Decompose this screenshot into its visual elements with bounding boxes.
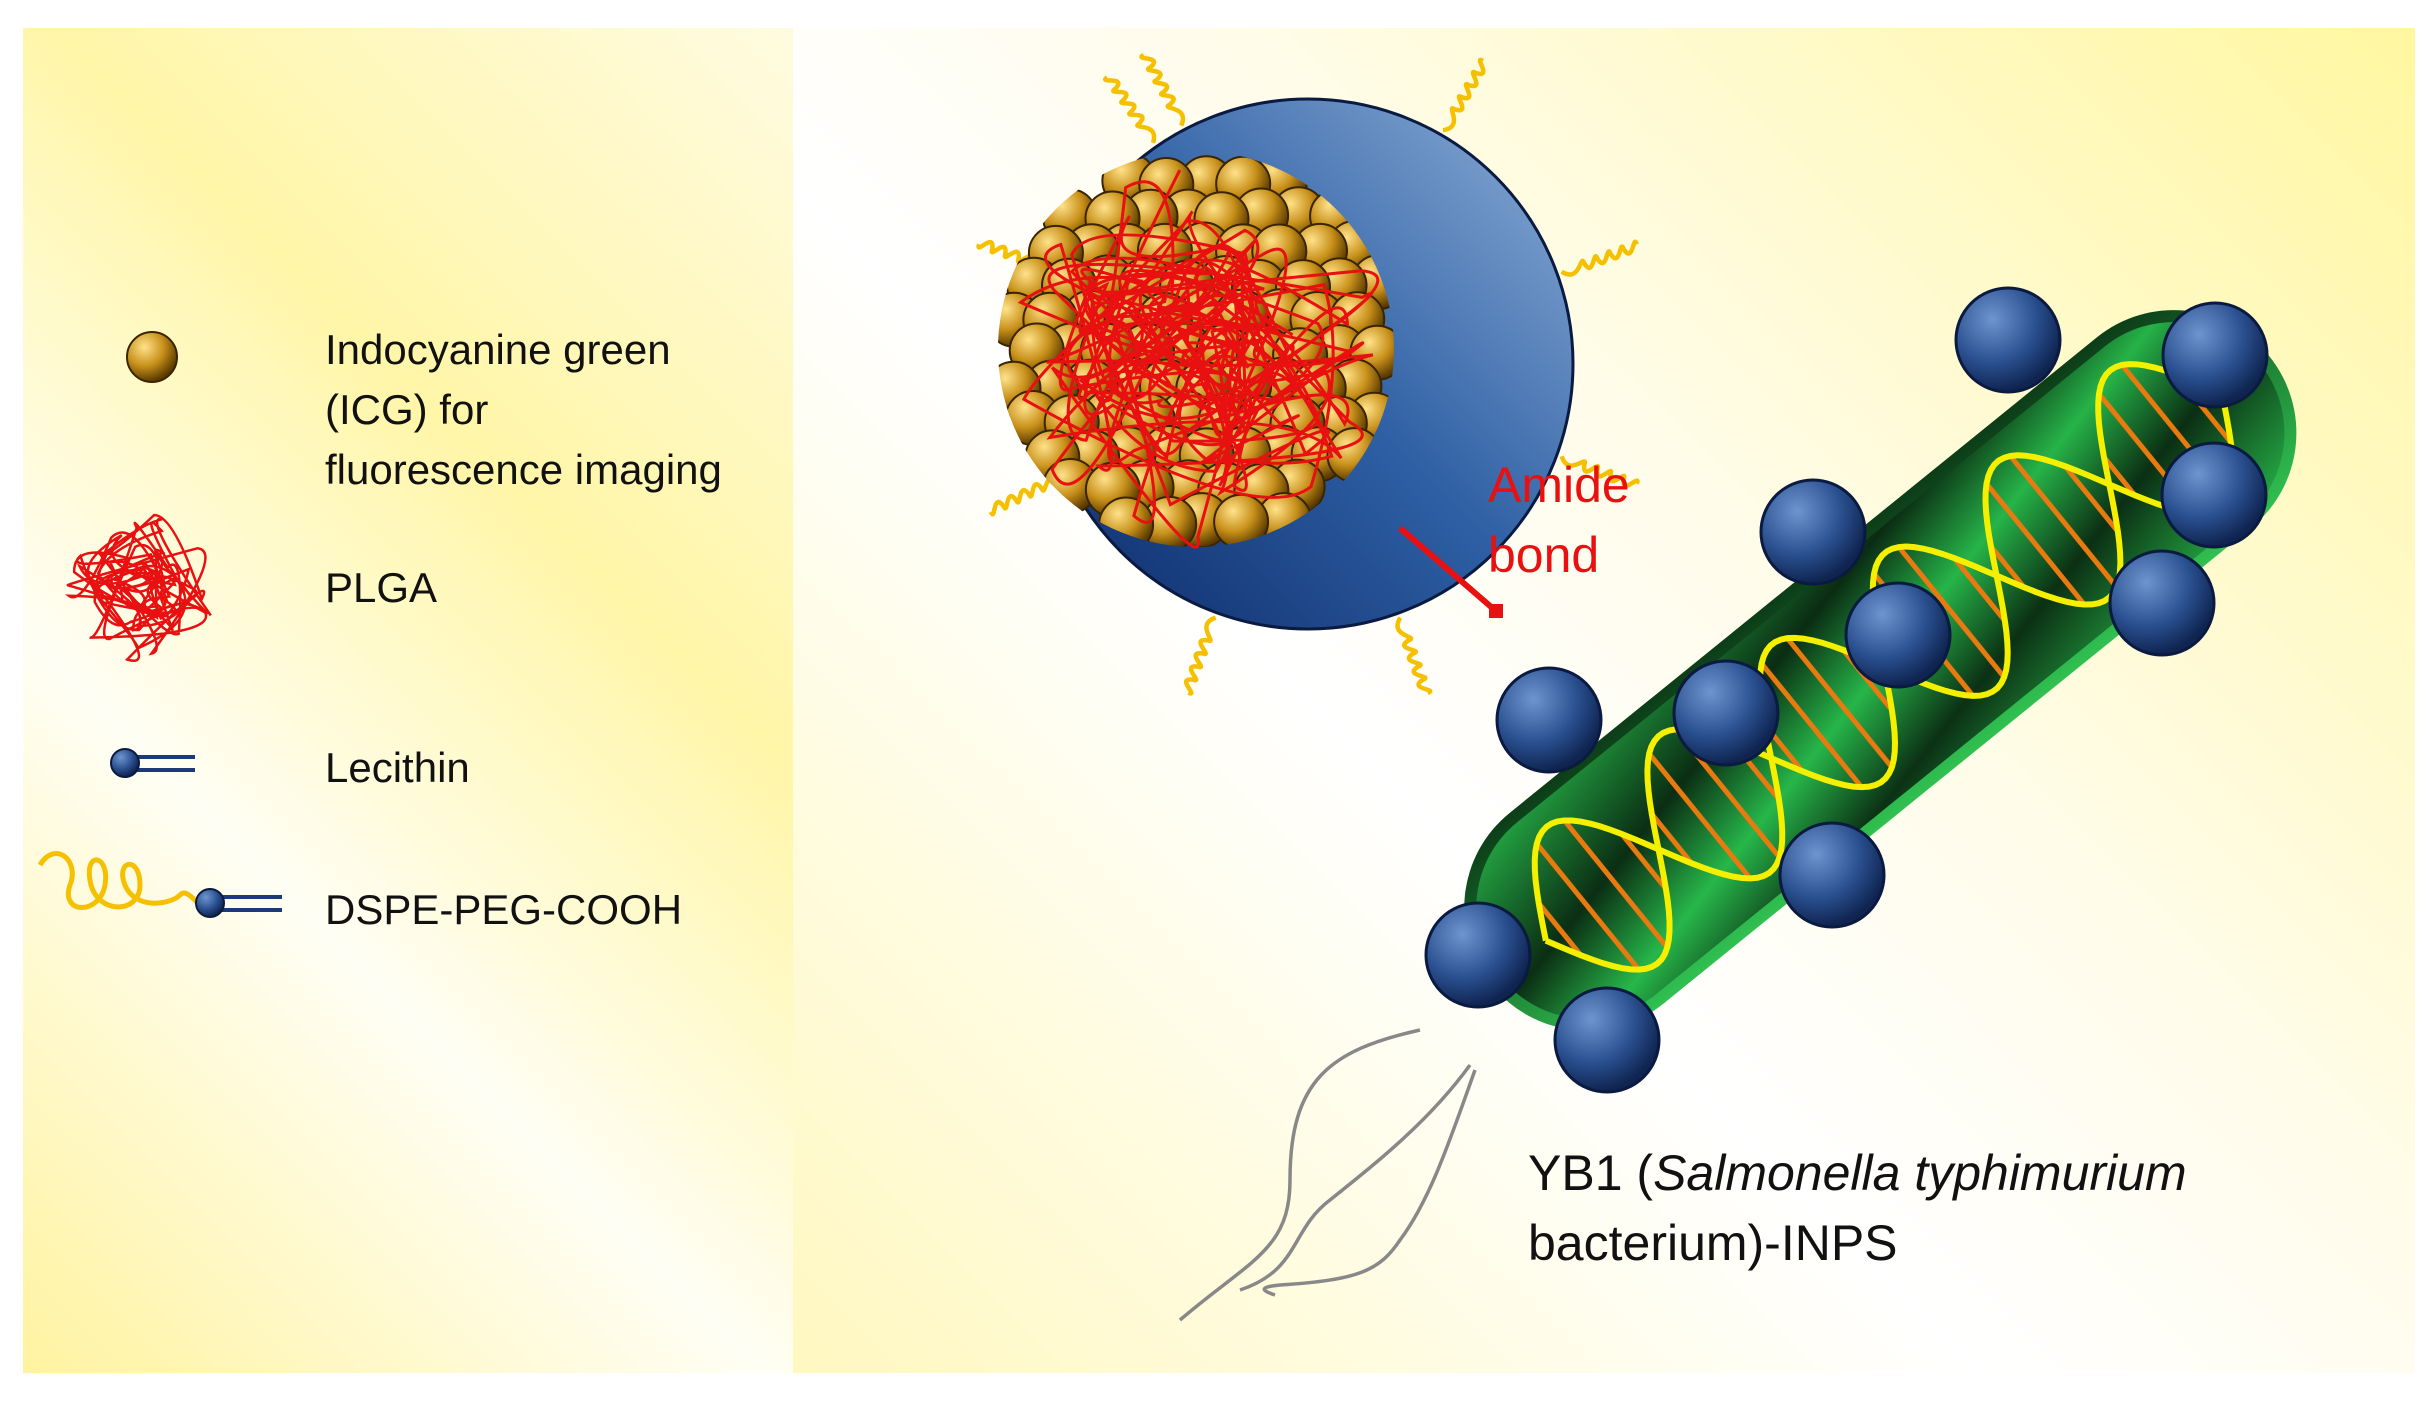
dna-base-pair — [2062, 464, 2120, 534]
bacterium-label-prefix: YB1 ( — [1528, 1145, 1654, 1201]
amide-bond-line — [1398, 525, 1503, 618]
dspe-peg-cooh-icon — [37, 851, 282, 918]
dna-base-pair — [1984, 482, 2087, 607]
legend-label-line: Lecithin — [325, 744, 470, 791]
attached-nanoparticle — [2108, 549, 2216, 657]
peg-chain — [1559, 455, 1640, 489]
dna-base-pair — [1896, 545, 2007, 679]
dna-base-pair — [1759, 662, 1864, 789]
legend-label-line: DSPE-PEG-COOH — [325, 886, 683, 933]
plga-strand — [1017, 180, 1284, 461]
amide-bond-label-line: bond — [1488, 527, 1600, 583]
dna-base-pair — [1649, 812, 1694, 865]
dna-base-pair — [1619, 832, 1668, 891]
legend-label-line: Indocyanine green — [325, 326, 671, 373]
attached-nanoparticle — [1424, 901, 1532, 1009]
bacterium-label-species: Salmonella typhimurium — [1653, 1145, 2187, 1201]
dna-base-pair — [1536, 901, 1583, 957]
attached-nanoparticle — [1672, 659, 1780, 767]
dna-base-pair — [1952, 556, 2007, 623]
dna-base-pair — [1534, 842, 1641, 972]
attached-nanoparticle — [2160, 441, 2268, 549]
attached-nanoparticle — [1553, 986, 1661, 1094]
attached-nanoparticle — [1778, 821, 1886, 929]
legend-label-line: PLGA — [325, 564, 438, 611]
legend-label-plga: PLGA — [325, 558, 437, 618]
attached-nanoparticle — [1954, 286, 2062, 394]
legend-panel — [23, 28, 793, 1373]
attached-nanoparticle — [1759, 478, 1867, 586]
dna-base-pair — [1988, 544, 2026, 589]
plga-strand — [1114, 249, 1374, 497]
flagella — [1178, 1028, 1477, 1322]
peg-chain — [1442, 57, 1486, 133]
bacterium-label-line1: YB1 (Salmonella typhimurium — [1528, 1138, 2187, 1208]
peg-chain — [1560, 239, 1640, 277]
legend-label-lecithin: Lecithin — [325, 738, 470, 798]
dna-base-pair — [2008, 454, 2119, 589]
peg-chain — [1183, 615, 1217, 696]
dna-base-pair — [1647, 752, 1753, 880]
attached-nanoparticles — [1424, 286, 2269, 1094]
peg-chain — [1395, 616, 1433, 696]
attached-nanoparticle — [2161, 301, 2269, 409]
legend-label-dspe-peg-cooh: DSPE-PEG-COOH — [325, 880, 682, 940]
legend-label-icg: Indocyanine green (ICG) for fluorescence… — [325, 320, 722, 500]
bacterium-label-line2: bacterium)-INPS — [1528, 1215, 1898, 1271]
legend-label-line: (ICG) for — [325, 386, 489, 433]
peg-chain — [1139, 53, 1186, 127]
attached-nanoparticle — [1844, 581, 1952, 689]
amide-bond-label: Amide bond — [1488, 450, 1630, 590]
legend-label-line: fluorescence imaging — [325, 446, 722, 493]
lecithin-icon — [110, 748, 195, 778]
dna-base-pair — [2101, 455, 2137, 497]
peg-chain — [988, 473, 1065, 517]
icg-sphere-icon — [126, 331, 178, 383]
nanoparticle — [998, 97, 1575, 631]
plga-coil-icon — [65, 513, 212, 662]
bacterium-label: YB1 (Salmonella typhimurium bacterium)-I… — [1528, 1138, 2187, 1278]
peg-chain — [1102, 75, 1157, 144]
dna-base-pair — [1785, 636, 1894, 769]
attached-nanoparticle — [1495, 666, 1603, 774]
dna-base-pair — [1562, 818, 1670, 950]
amide-bond-label-line: Amide — [1488, 457, 1630, 513]
